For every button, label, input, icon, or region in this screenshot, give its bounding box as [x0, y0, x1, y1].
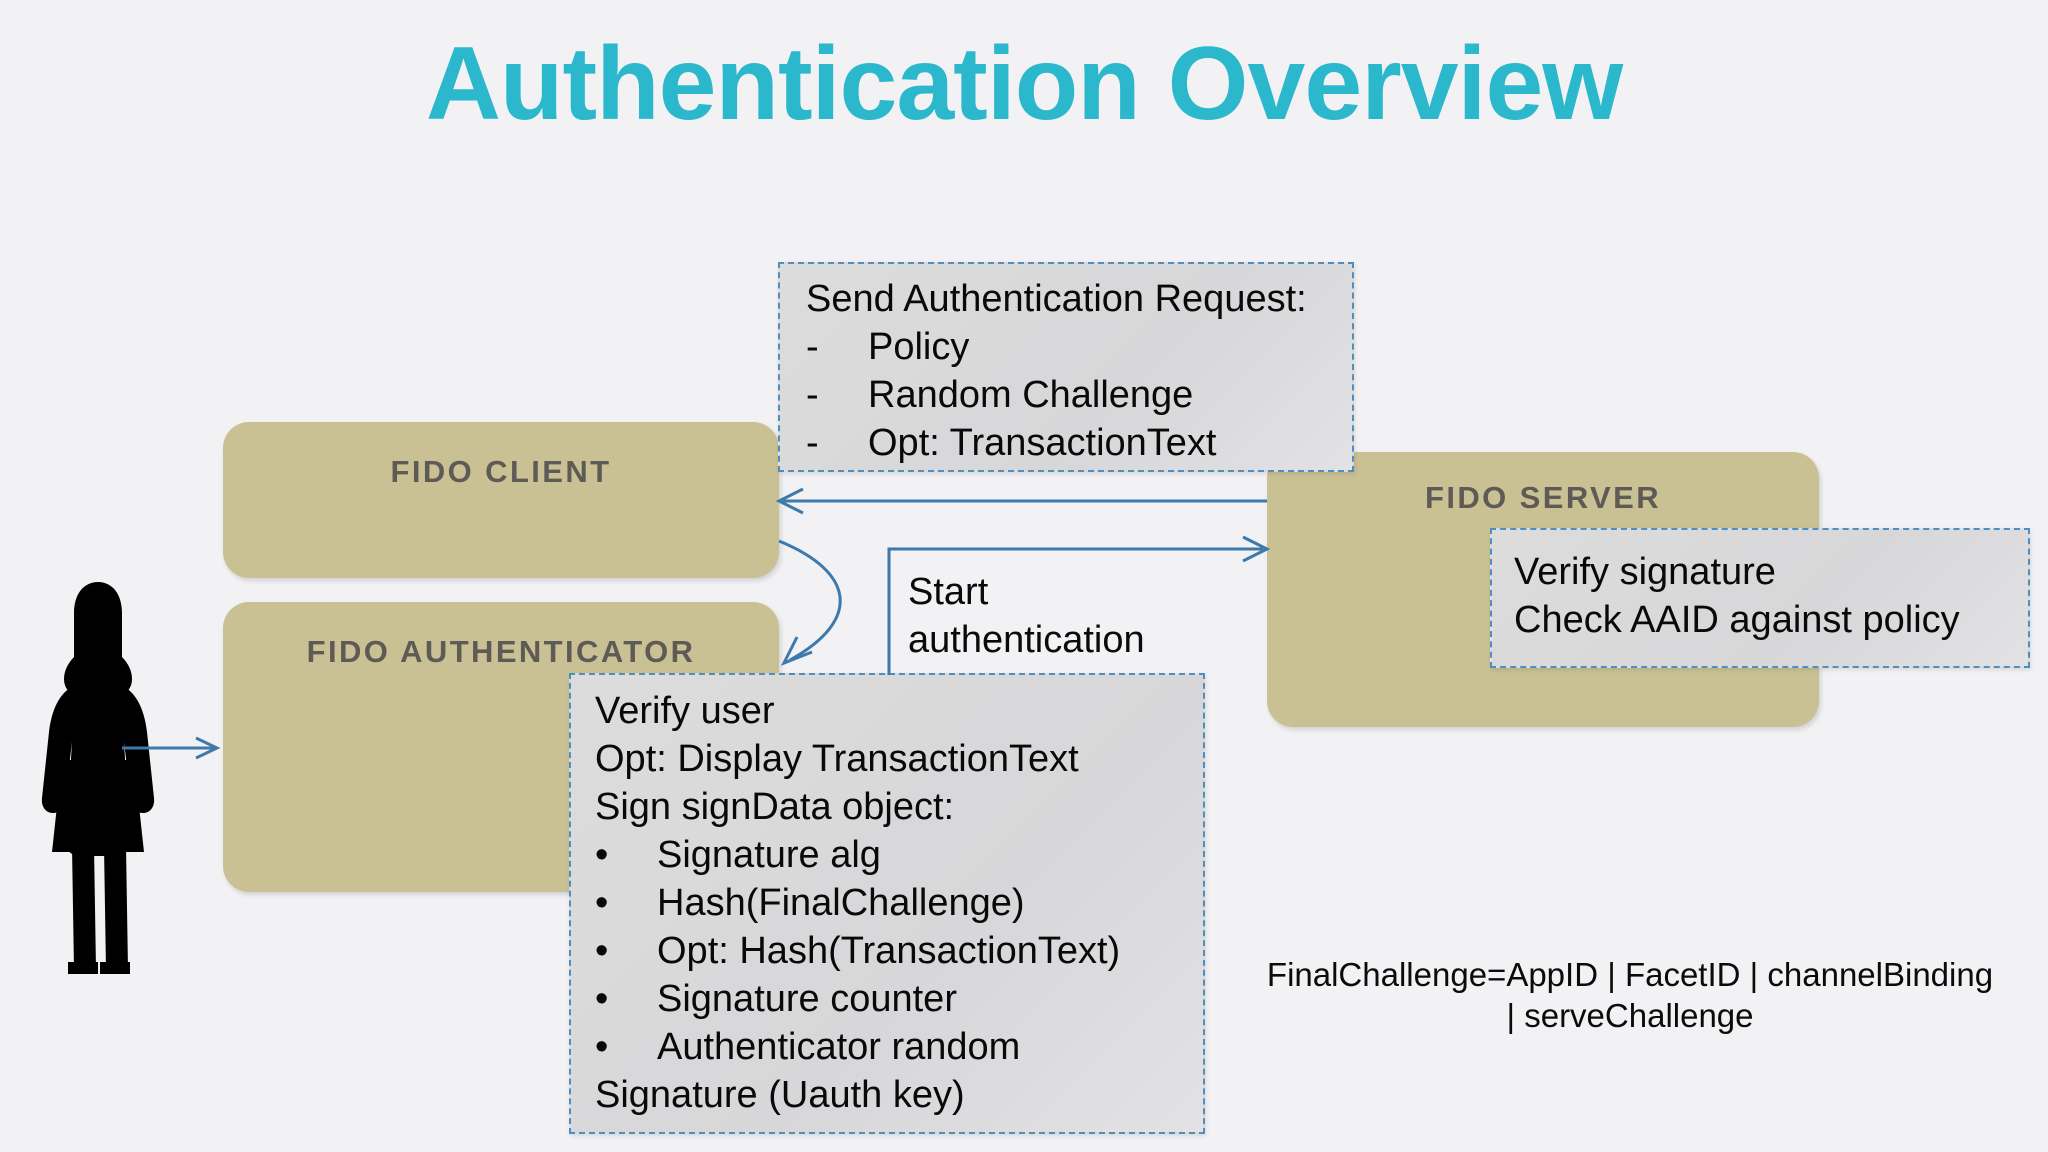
sign-item-text: Hash(FinalChallenge) — [657, 882, 1025, 924]
start-authentication-line-1: Start — [908, 571, 989, 613]
bullet-marker: - — [806, 422, 819, 464]
sign-item: • Authenticator random — [595, 1023, 1203, 1071]
request-item: - Random Challenge — [806, 371, 1352, 419]
sign-line-3: Sign signData object: — [595, 786, 955, 828]
bullet-marker: - — [806, 374, 819, 416]
sign-line-2: Opt: Display TransactionText — [595, 738, 1079, 780]
sign-item: • Signature counter — [595, 975, 1203, 1023]
bullet-marker: • — [595, 930, 609, 972]
bullet-marker: - — [806, 326, 819, 368]
sign-item-text: Signature counter — [657, 978, 957, 1020]
fido-client-label: FIDO CLIENT — [390, 454, 612, 489]
fido-authenticator-label: FIDO AUTHENTICATOR — [306, 634, 696, 669]
sign-item: • Opt: Hash(TransactionText) — [595, 927, 1203, 975]
verify-line-2: Check AAID against policy — [1514, 599, 1960, 641]
verify-line-1: Verify signature — [1514, 551, 1776, 593]
final-challenge-formula: FinalChallenge=AppID | FacetID | channel… — [1245, 954, 2015, 1036]
authenticator-sign-callout[interactable]: Verify user Opt: Display TransactionText… — [569, 673, 1205, 1134]
request-item-text: Random Challenge — [868, 374, 1194, 416]
request-item-text: Policy — [868, 326, 970, 368]
arrow-left-icon — [775, 487, 1267, 515]
bullet-marker: • — [595, 882, 609, 924]
sign-item-text: Opt: Hash(TransactionText) — [657, 930, 1121, 972]
request-item: - Opt: TransactionText — [806, 419, 1352, 467]
sign-line-1: Verify user — [595, 690, 775, 732]
request-heading: Send Authentication Request: — [806, 278, 1307, 320]
sign-item: • Hash(FinalChallenge) — [595, 879, 1203, 927]
final-challenge-line-2: | serveChallenge — [1506, 997, 1754, 1034]
request-item-text: Opt: TransactionText — [868, 422, 1217, 464]
sign-item: • Signature alg — [595, 831, 1203, 879]
server-verify-callout[interactable]: Verify signature Check AAID against poli… — [1490, 528, 2030, 668]
sign-footer: Signature (Uauth key) — [595, 1074, 965, 1116]
sign-item-text: Authenticator random — [657, 1026, 1021, 1068]
start-authentication-label: Start authentication — [908, 568, 1178, 664]
fido-client-box[interactable]: FIDO CLIENT — [223, 422, 779, 578]
fido-server-label: FIDO SERVER — [1425, 480, 1661, 515]
person-silhouette-icon — [41, 582, 155, 974]
arrow-curved-down-icon — [778, 539, 842, 666]
sign-item-text: Signature alg — [657, 834, 881, 876]
request-item: - Policy — [806, 323, 1352, 371]
page-title: Authentication Overview — [425, 26, 1623, 142]
bullet-marker: • — [595, 1026, 609, 1068]
bullet-marker: • — [595, 834, 609, 876]
bullet-marker: • — [595, 978, 609, 1020]
final-challenge-line-1: FinalChallenge=AppID | FacetID | channel… — [1266, 956, 1994, 993]
start-authentication-line-2: authentication — [908, 619, 1145, 661]
arrow-right-icon — [122, 736, 221, 760]
send-authentication-request-callout[interactable]: Send Authentication Request: - Policy - … — [778, 262, 1354, 472]
